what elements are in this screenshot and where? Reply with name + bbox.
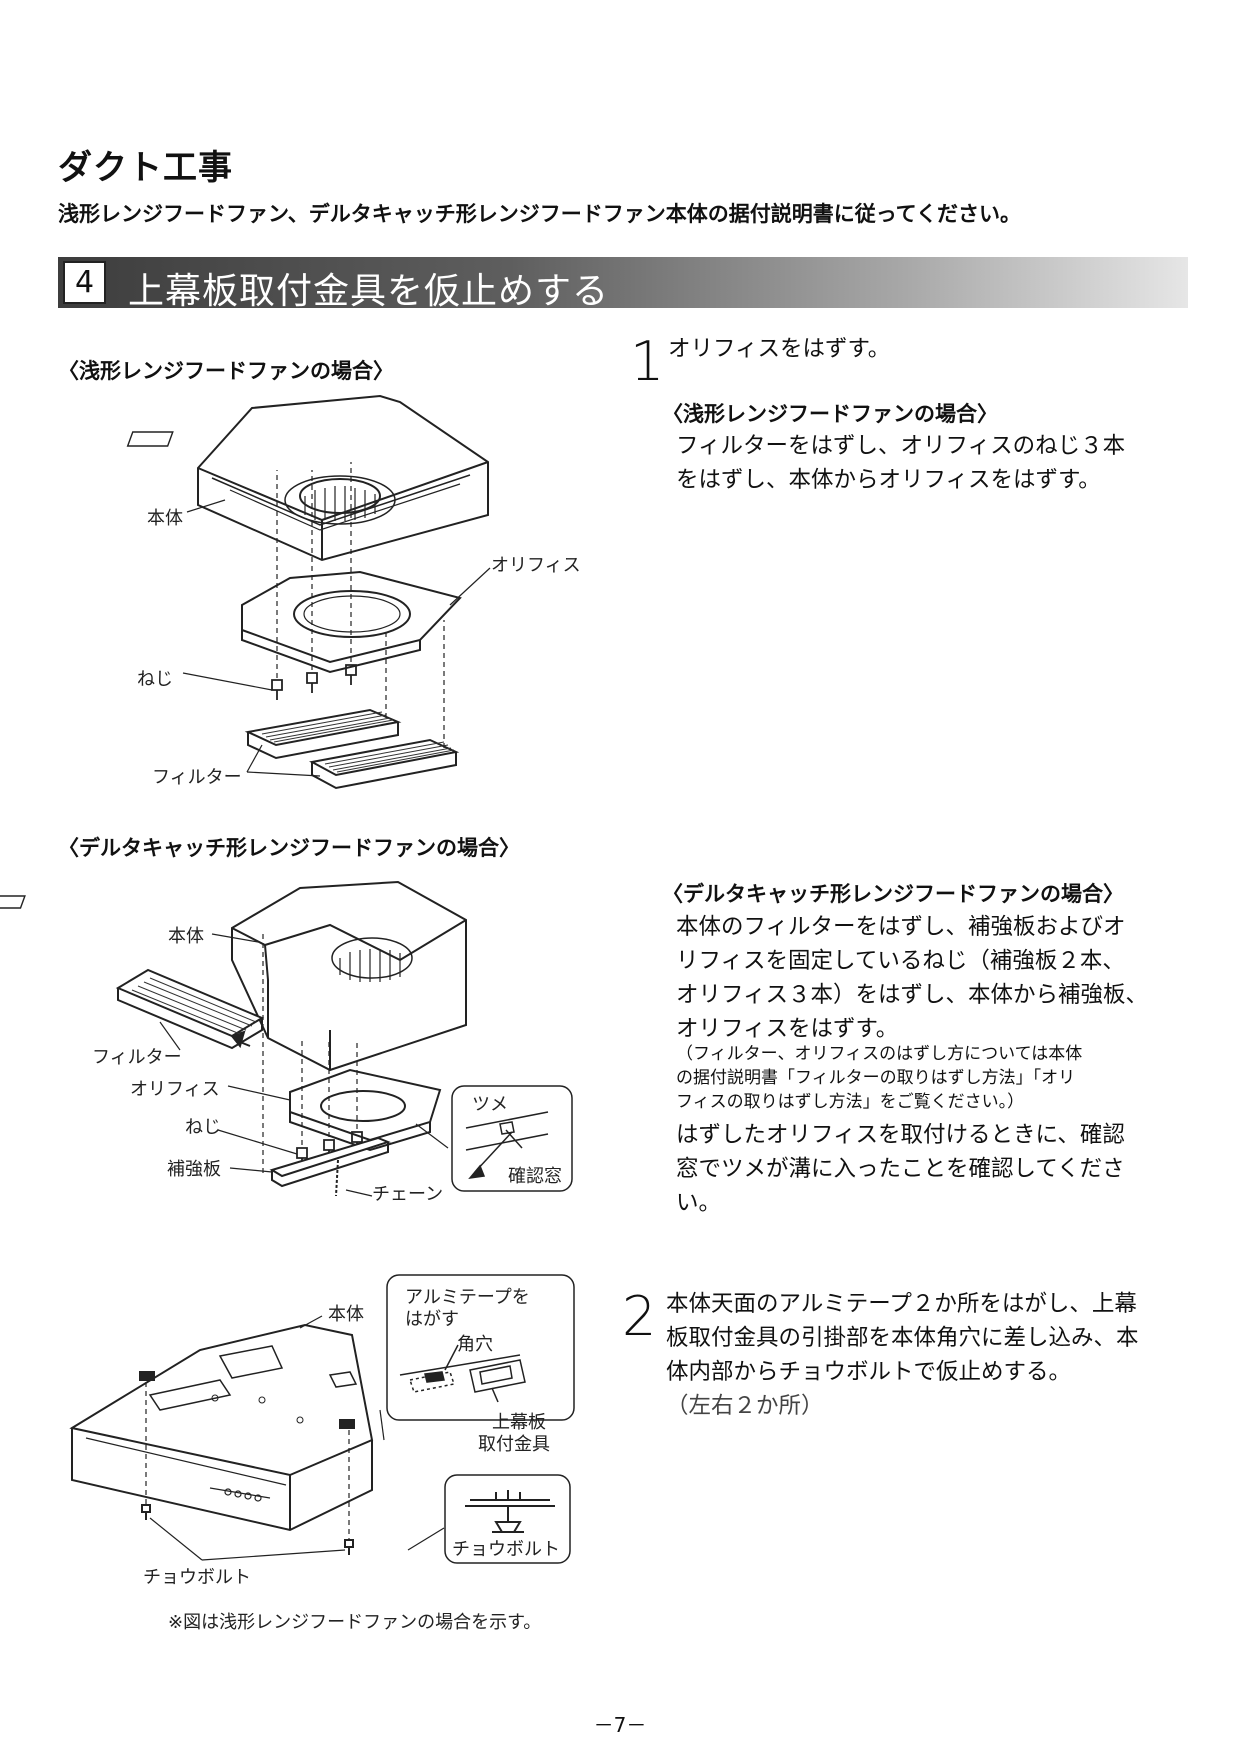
step1-case2-note3: フィスの取りはずし方法」をご覧ください。） bbox=[676, 1092, 1025, 1112]
fig1-label-screw: ねじ bbox=[137, 669, 173, 690]
fig1-label-body: 本体 bbox=[147, 508, 183, 529]
fig3-note: ※図は浅形レンジフードファンの場合を示す。 bbox=[168, 1612, 542, 1633]
step2-line3: 体内部からチョウボルトで仮止めする。 bbox=[666, 1359, 1072, 1385]
fig2-label-filter: フィルター bbox=[92, 1047, 182, 1068]
fig2-label-chain: チェーン bbox=[372, 1184, 444, 1205]
fig2-label-plate: 補強板 bbox=[167, 1159, 221, 1180]
fig3-inset-tape-line2: はがす bbox=[405, 1309, 459, 1330]
fig1-caption: 〈浅形レンジフードファンの場合〉 bbox=[58, 359, 394, 383]
step1-case2-title: 〈デルタキャッチ形レンジフードファンの場合〉 bbox=[662, 882, 1124, 906]
step1-case1-line1: フィルターをはずし、オリフィスのねじ３本 bbox=[676, 433, 1126, 459]
fig3-inset-tape-line1: アルミテープを bbox=[405, 1287, 530, 1308]
fig2-inset-window-label: 確認窓 bbox=[508, 1166, 562, 1187]
step2-line1: 本体天面のアルミテープ２か所をはがし、上幕 bbox=[666, 1291, 1137, 1317]
step1-case2-check1: はずしたオリフィスを取付けるときに、確認 bbox=[676, 1122, 1125, 1148]
fig3-bolt-inset-label: チョウボルト bbox=[452, 1539, 560, 1560]
step1-case2-line2: リフィスを固定しているねじ（補強板２本、 bbox=[676, 948, 1125, 974]
step1-case2-note2: の据付説明書「フィルターの取りはずし方法」「オリ bbox=[676, 1068, 1076, 1088]
fig3-inset-bracket-line2: 取付金具 bbox=[478, 1434, 550, 1455]
step1-case2-note1: （フィルター、オリフィスのはずし方については本体 bbox=[676, 1044, 1083, 1064]
step1-case2-check2: 窓でツメが溝に入ったことを確認してくださ bbox=[676, 1156, 1125, 1182]
step-number: 4 bbox=[63, 261, 106, 304]
fig3-inset-bracket-line1: 上幕板 bbox=[492, 1412, 546, 1433]
step2-number: 2 bbox=[622, 1285, 657, 1348]
intro-text: 浅形レンジフードファン、デルタキャッチ形レンジフードファン本体の据付説明書に従っ… bbox=[58, 202, 1022, 226]
step1-number: 1 bbox=[630, 330, 665, 393]
fig3-inset-hole-label: 角穴 bbox=[457, 1334, 493, 1355]
step1-case1-title: 〈浅形レンジフードファンの場合〉 bbox=[662, 402, 998, 426]
step1-case1-line2: をはずし、本体からオリフィスをはずす。 bbox=[676, 467, 1101, 493]
step2-line4: （左右２か所） bbox=[666, 1393, 824, 1419]
step1-case2-line4: オリフィスをはずす。 bbox=[676, 1016, 899, 1042]
fig1-label-filter: フィルター bbox=[152, 767, 242, 788]
fig2-inset-tab-label: ツメ bbox=[472, 1094, 508, 1115]
fig2-label-orifice: オリフィス bbox=[130, 1079, 220, 1100]
page-number: －7－ bbox=[593, 1713, 647, 1737]
step-title: 上幕板取付金具を仮止めする bbox=[128, 271, 610, 312]
page-title: ダクト工事 bbox=[58, 148, 233, 188]
step-title-bar bbox=[58, 257, 1188, 308]
fig2-caption: 〈デルタキャッチ形レンジフードファンの場合〉 bbox=[58, 836, 520, 860]
step1-case2-line1: 本体のフィルターをはずし、補強板およびオ bbox=[676, 914, 1126, 940]
step1-heading: オリフィスをはずす。 bbox=[668, 336, 891, 362]
step1-case2-check3: い。 bbox=[676, 1190, 722, 1216]
fig2-label-screw: ねじ bbox=[185, 1117, 221, 1138]
fig3-label-body: 本体 bbox=[328, 1304, 364, 1325]
fig1-label-orifice: オリフィス bbox=[491, 555, 581, 576]
fig2-label-body: 本体 bbox=[168, 926, 204, 947]
fig3-label-bolt: チョウボルト bbox=[143, 1567, 251, 1588]
step2-line2: 板取付金具の引掛部を本体角穴に差し込み、本 bbox=[666, 1325, 1139, 1351]
step1-case2-line3: オリフィス３本）をはずし、本体から補強板、 bbox=[676, 982, 1149, 1008]
